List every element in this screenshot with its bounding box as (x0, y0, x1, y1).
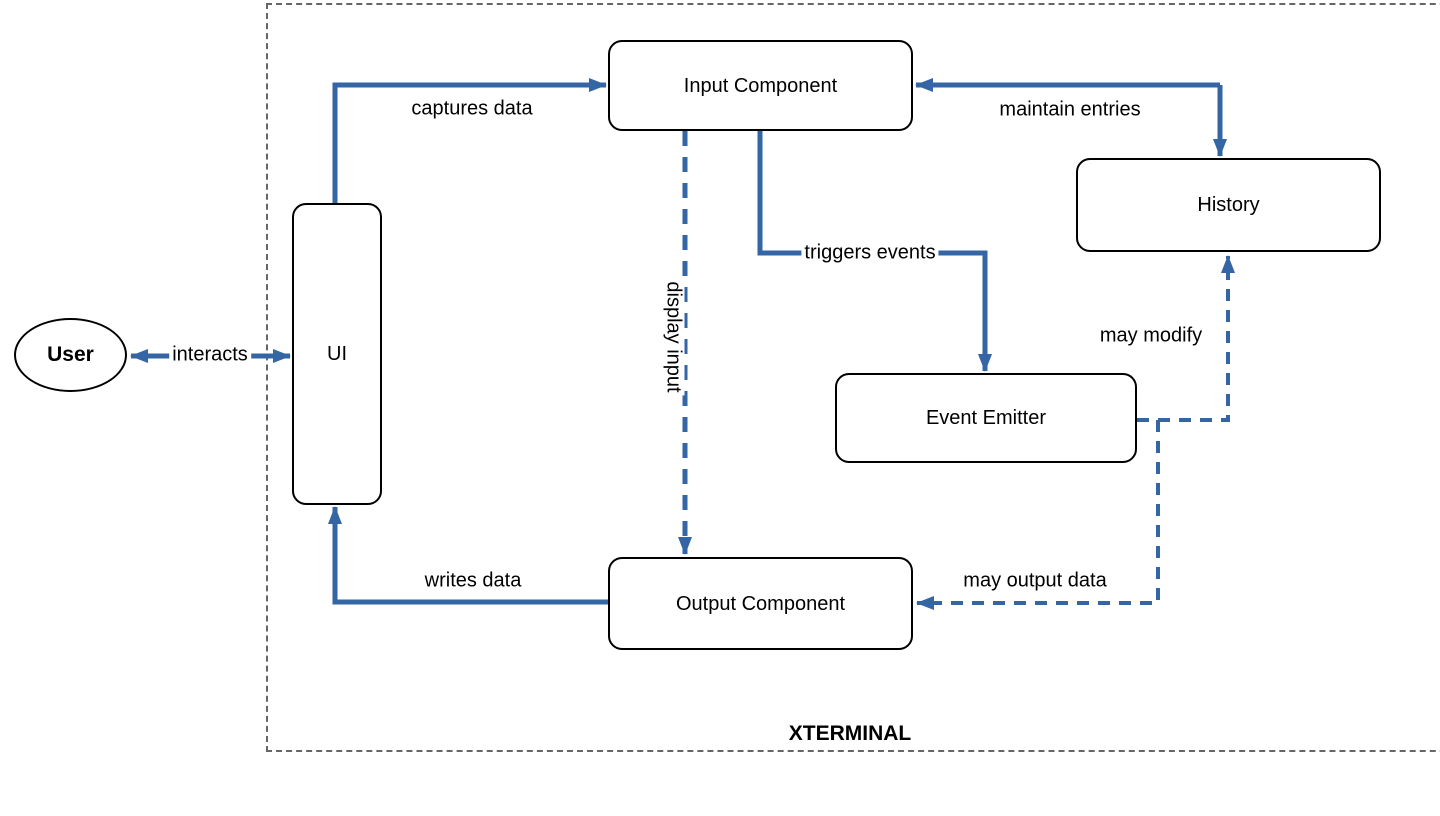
node-user-label: User (47, 343, 94, 367)
edge-may-output-data (916, 418, 1160, 610)
edge-label-may-modify: may modify (1096, 324, 1206, 348)
edge-label-may-output-data: may output data (960, 569, 1110, 593)
node-ui-label: UI (327, 343, 347, 365)
node-input-component: Input Component (608, 40, 913, 131)
edge-label-writes-data: writes data (421, 569, 525, 593)
edge-writes-data (328, 506, 608, 605)
edge-captures-data (332, 78, 607, 203)
edge-label-display-input: display input (661, 278, 685, 396)
node-history-label: History (1197, 194, 1260, 216)
edge-may-modify (1137, 255, 1235, 422)
node-output-component-label: Output Component (676, 592, 845, 615)
node-event-emitter-label: Event Emitter (925, 407, 1047, 429)
node-event-emitter: Event Emitter (835, 373, 1137, 463)
node-user: User (14, 318, 127, 392)
edge-label-interacts: interacts (169, 343, 251, 367)
node-ui: UI (292, 203, 382, 505)
system-boundary-title: XTERMINAL (788, 722, 912, 745)
edge-label-maintain-entries: maintain entries (996, 98, 1144, 122)
node-input-component-label: Input Component (683, 74, 838, 97)
edge-label-triggers-events: triggers events (801, 241, 939, 265)
system-boundary-box (266, 3, 1440, 752)
node-history: History (1076, 158, 1381, 252)
node-output-component: Output Component (608, 557, 913, 650)
edge-label-captures-data: captures data (408, 97, 536, 121)
